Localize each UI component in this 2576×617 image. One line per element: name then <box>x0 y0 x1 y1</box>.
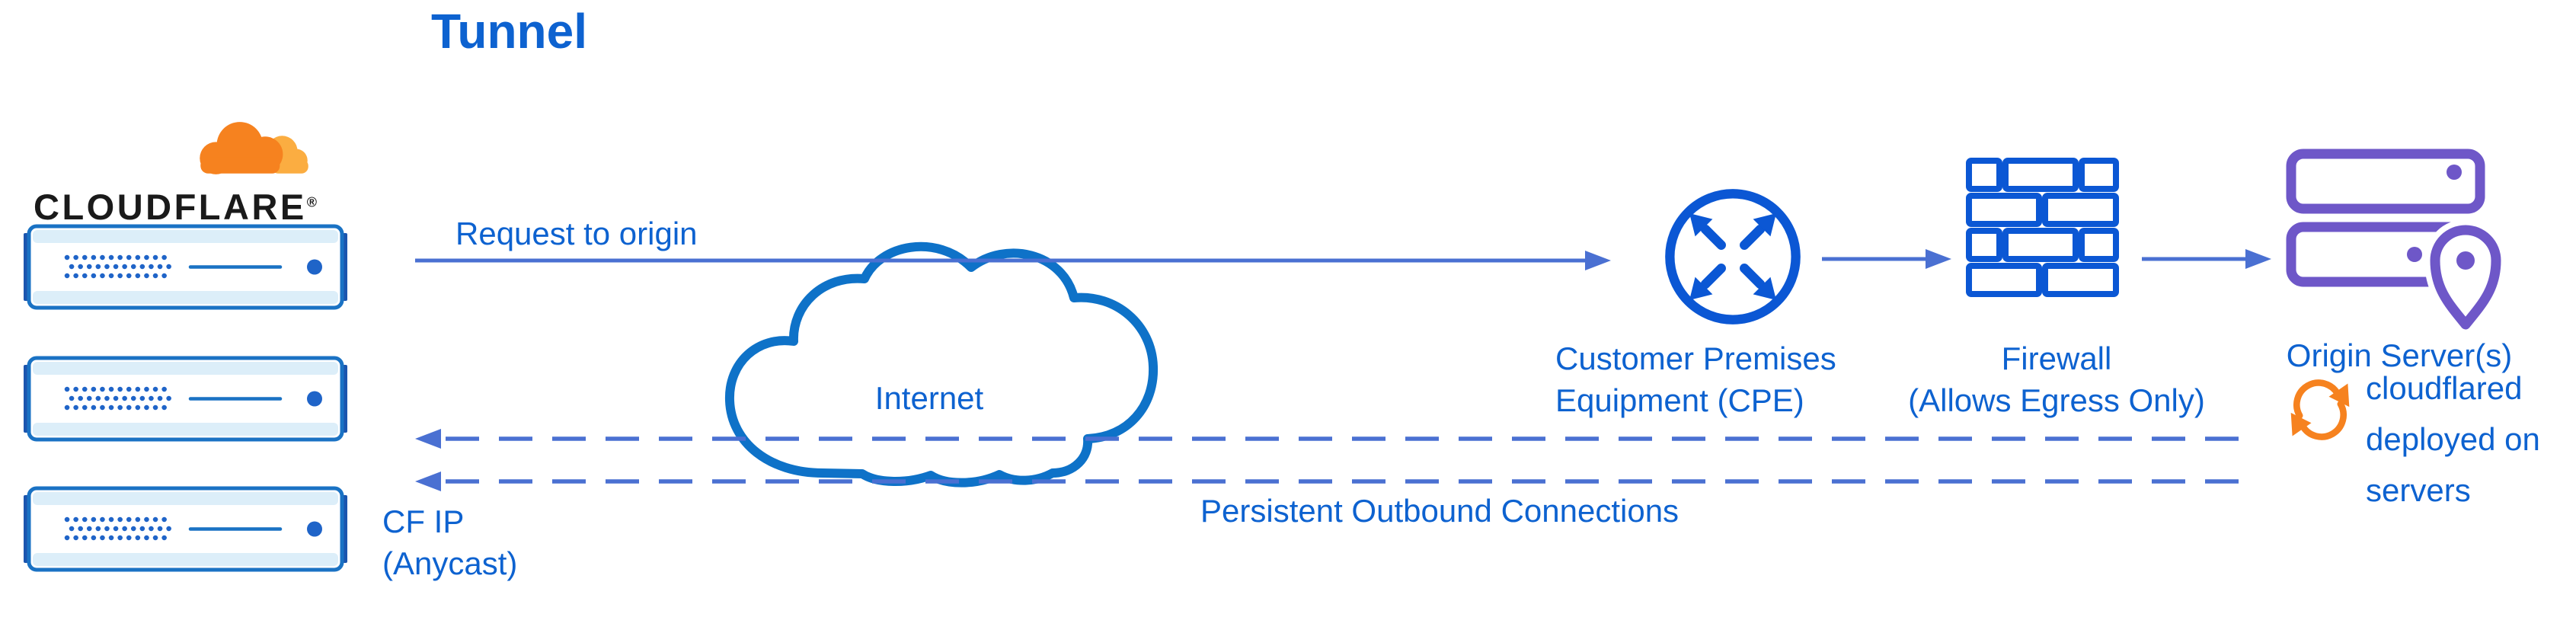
outbound-dashed-arrow-top <box>415 429 2258 449</box>
request-arrow <box>415 251 1611 270</box>
firewall-label-line1: Firewall <box>2001 340 2112 376</box>
firewall-brick-icon <box>1966 158 2119 297</box>
firewall-label: Firewall (Allows Egress Only) <box>1889 338 2224 421</box>
persistent-outbound-label: Persistent Outbound Connections <box>1200 493 1680 529</box>
cloudflared-label: cloudflared deployed on servers <box>2366 370 2540 509</box>
cpe-to-firewall-arrow <box>1822 249 1951 269</box>
request-to-origin-label: Request to origin <box>455 216 698 251</box>
page-title: Tunnel <box>431 4 587 59</box>
internet-label: Internet <box>874 380 984 416</box>
outbound-dashed-arrow-bottom <box>415 472 2247 491</box>
firewall-to-origin-arrow <box>2142 249 2271 269</box>
cloudflare-cloud-icon <box>200 122 308 174</box>
registered-mark: ® <box>306 194 318 210</box>
origin-server-icon <box>2286 149 2507 331</box>
location-pin-icon <box>2424 219 2507 331</box>
cpe-router-icon <box>1665 189 1801 324</box>
cpe-label: Customer Premises Equipment (CPE) <box>1555 340 1836 418</box>
firewall-label-line2: (Allows Egress Only) <box>1908 382 2205 418</box>
cf-ip-label: CF IP (Anycast) <box>382 504 518 581</box>
internet-cloud-icon <box>724 241 1159 488</box>
cloudflare-wordmark: CLOUDFLARE® <box>34 186 317 228</box>
brand-name: CLOUDFLARE <box>34 187 307 227</box>
origin-server-label: Origin Server(s) <box>2286 337 2513 373</box>
sync-arrows-icon <box>2290 379 2350 440</box>
